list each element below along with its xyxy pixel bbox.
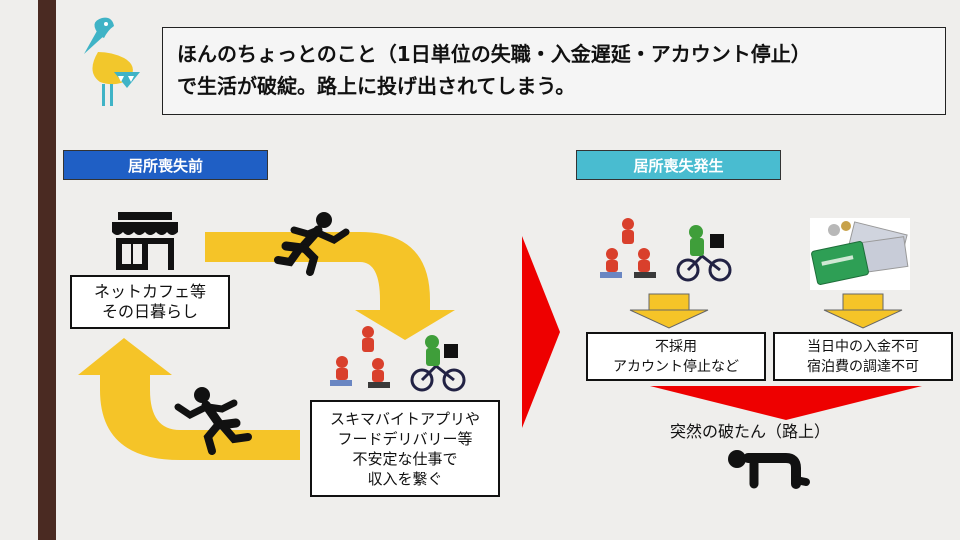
sudden-collapse-label: 突然の破たん（路上）	[669, 422, 830, 441]
reject-line-2: アカウント停止など	[613, 358, 739, 375]
delivery-cyclist-icon	[676, 225, 732, 282]
workers-icon	[600, 218, 732, 282]
reject-line-1: 不採用	[655, 338, 697, 355]
delivery-cyclist-icon	[410, 335, 466, 392]
jobs-line-3: 不安定な仕事で	[352, 449, 458, 468]
running-person-icon	[274, 212, 350, 276]
money-line-1: 当日中の入金不可	[807, 338, 919, 355]
loop-arrow-bottom	[78, 338, 300, 460]
jobs-line-2: フードデリバリー等	[337, 429, 473, 448]
section-after-label: 居所喪失発生	[576, 150, 781, 180]
money-box: 当日中の入金不可 宿泊費の調達不可	[773, 332, 953, 381]
title-box: ほんのちょっとのこと（1日単位の失職・入金遅延・アカウント停止） で生活が破綻。…	[162, 27, 946, 115]
section-before-label: 居所喪失前	[63, 150, 268, 180]
workers-icon	[330, 326, 466, 392]
title-line-2: で生活が破綻。路上に投げ出されてしまう。	[177, 74, 576, 98]
big-red-arrow	[522, 236, 560, 428]
gig-jobs-box: スキマバイトアプリや フードデリバリー等 不安定な仕事で 収入を繋ぐ	[310, 400, 500, 497]
money-line-2: 宿泊費の調達不可	[807, 358, 919, 375]
reject-box: 不採用 アカウント停止など	[586, 332, 766, 381]
logo-bird-icon	[84, 17, 140, 106]
netcafe-line-1: ネットカフェ等	[93, 282, 206, 301]
jobs-line-4: 収入を繋ぐ	[367, 469, 443, 488]
cash-card-icon	[810, 218, 910, 290]
down-arrow-left	[629, 293, 709, 329]
running-person-icon	[174, 387, 252, 455]
collapsed-person-icon	[728, 450, 810, 489]
down-arrow-right	[823, 293, 903, 329]
title-line-1: ほんのちょっとのこと（1日単位の失職・入金遅延・アカウント停止）	[177, 42, 811, 66]
red-funnel-arrow	[650, 386, 922, 420]
jobs-line-1: スキマバイトアプリや	[329, 409, 480, 428]
shop-icon	[112, 212, 178, 270]
left-accent-bar	[38, 0, 56, 540]
loop-arrow-top	[205, 232, 455, 340]
netcafe-box: ネットカフェ等 その日暮らし	[70, 275, 230, 329]
netcafe-line-2: その日暮らし	[101, 302, 198, 321]
